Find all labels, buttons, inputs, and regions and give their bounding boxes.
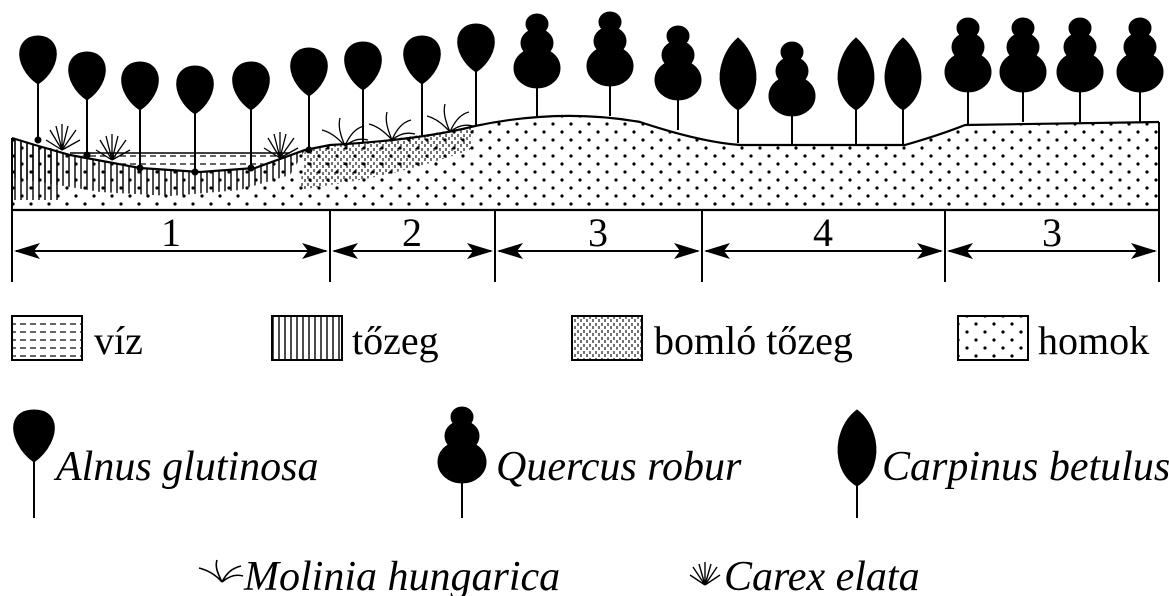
legend-peat: tőzeg	[272, 316, 439, 363]
alnus-tree	[345, 42, 382, 143]
legend-carpinus-label: Carpinus betulus	[882, 444, 1169, 490]
legend-decomposing-peat: bomló tőzeg	[572, 316, 853, 363]
legend-carex-label: Carex elata	[724, 554, 920, 596]
legend-water-label: víz	[94, 318, 143, 363]
zone-label-4: 4	[813, 210, 833, 255]
legend-sand: homok	[958, 316, 1149, 363]
legend-carex: Carex elata	[690, 554, 920, 596]
carpinus-tree	[838, 38, 874, 145]
carpinus-tree	[720, 38, 756, 143]
molinia-icon	[199, 560, 243, 582]
quercus-tree	[1117, 18, 1163, 122]
legend-peat-label: tőzeg	[352, 318, 439, 363]
legend-sand-label: homok	[1038, 318, 1149, 363]
legend-quercus-label: Quercus robur	[496, 444, 742, 490]
alnus-icon	[14, 410, 55, 462]
quercus-icon	[438, 407, 486, 483]
substrate-legend: víz tőzeg bomló tőzeg homok	[12, 316, 1149, 363]
alnus-tree	[69, 52, 106, 158]
legend-decomposing-peat-label: bomló tőzeg	[654, 318, 853, 363]
carex-tuft	[46, 124, 80, 150]
legend-quercus: Quercus robur	[438, 407, 742, 518]
molinia-tuft	[322, 118, 368, 146]
legend-carpinus: Carpinus betulus	[838, 410, 1169, 518]
quercus-tree	[1000, 18, 1046, 122]
quercus-tree	[587, 12, 633, 116]
legend-molinia: Molinia hungarica	[199, 554, 560, 596]
zone-label-3: 3	[588, 210, 608, 255]
legend-water: víz	[12, 316, 143, 363]
quercus-tree	[514, 14, 560, 116]
quercus-tree	[1057, 18, 1103, 122]
carpinus-tree	[885, 38, 921, 145]
quercus-tree	[769, 42, 815, 145]
species-legend: Alnus glutinosa Quercus robur Carpinus b…	[14, 407, 1169, 596]
legend-molinia-label: Molinia hungarica	[243, 554, 560, 596]
legend-alnus-label: Alnus glutinosa	[53, 444, 319, 490]
alnus-tree	[20, 36, 57, 143]
carpinus-icon	[838, 410, 876, 486]
carex-icon	[690, 562, 720, 585]
molinia-tuft	[369, 112, 415, 140]
quercus-tree	[945, 18, 991, 124]
legend-alnus: Alnus glutinosa	[14, 410, 319, 518]
zone-label-2: 2	[402, 210, 422, 255]
zone-label-5: 3	[1042, 210, 1062, 255]
ground-profile	[12, 116, 1159, 210]
alnus-tree	[458, 24, 495, 126]
quercus-tree	[655, 26, 701, 130]
zone-label-1: 1	[161, 210, 181, 255]
alnus-tree	[291, 48, 328, 153]
zone-scale: 1 2 3 4 3	[12, 210, 1159, 282]
